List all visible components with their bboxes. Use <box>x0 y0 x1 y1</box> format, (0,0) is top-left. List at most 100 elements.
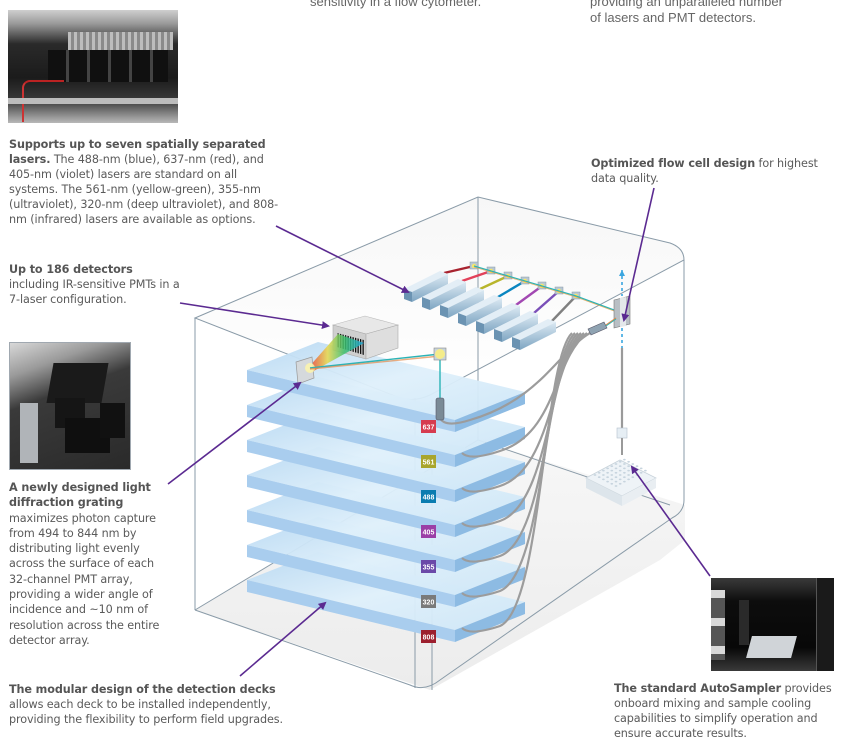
well <box>614 480 618 483</box>
top-text-left: sensitivity in a flow cytometer. <box>310 0 482 9</box>
callout-decks: The modular design of the detection deck… <box>9 682 294 727</box>
well <box>618 478 622 481</box>
well <box>631 471 635 474</box>
well <box>610 469 614 472</box>
well <box>623 467 626 470</box>
laser-module-808 <box>512 291 581 350</box>
well <box>597 476 601 479</box>
well <box>610 482 614 485</box>
emission-beams <box>309 353 441 400</box>
well <box>618 460 622 463</box>
deck-badge-488: 488 <box>421 490 436 503</box>
well <box>614 476 618 479</box>
well <box>610 478 614 481</box>
arrow-autosampler <box>630 465 711 577</box>
sample-plate <box>585 458 657 506</box>
laser-beam <box>551 295 577 322</box>
laser-module-320 <box>494 286 564 342</box>
well <box>618 469 622 472</box>
well <box>618 482 622 485</box>
laser-beam <box>443 264 475 275</box>
callout-lasers-title: Supports up to seven spatially separated… <box>9 138 266 166</box>
well <box>631 463 635 465</box>
arrow-decks <box>239 601 327 677</box>
well <box>623 480 626 483</box>
laser-beam <box>461 269 492 283</box>
callout-flowcell: Optimized flow cell design for highest d… <box>591 156 831 186</box>
callout-detectors-body: including IR-sensitive PMTs in a 7-laser… <box>9 278 180 306</box>
flow-cell <box>613 270 631 455</box>
fiber-561 <box>461 332 588 458</box>
callout-decks-title: The modular design of the detection deck… <box>9 683 276 696</box>
well <box>610 465 614 468</box>
well <box>631 476 635 479</box>
laser-module-405 <box>458 276 530 326</box>
laser-module-photo <box>8 10 178 123</box>
well <box>606 480 609 483</box>
well <box>627 478 630 481</box>
combined-beam <box>473 265 615 311</box>
deck-badge-label: 320 <box>423 600 435 607</box>
well <box>597 471 601 474</box>
well <box>618 474 622 476</box>
laser-beam <box>533 290 560 314</box>
well <box>606 471 609 474</box>
pmt-array-box <box>308 315 400 372</box>
fiber-355 <box>461 332 579 563</box>
top-text-right-line1: providing an unparalleled number <box>590 0 783 9</box>
well <box>623 471 626 474</box>
callout-grating: A newly designed light diffraction grati… <box>9 480 174 648</box>
deck-badge-label: 808 <box>423 635 435 642</box>
well <box>606 467 609 470</box>
well <box>602 474 605 476</box>
deck-badge-label: 561 <box>423 460 435 467</box>
deck-badge-808: 808 <box>421 630 436 643</box>
fiber-808 <box>461 332 573 633</box>
arrow-flowcell <box>621 187 655 322</box>
well <box>602 478 605 481</box>
laser-beam <box>479 274 509 291</box>
well <box>635 465 639 468</box>
flow-cell-collimator <box>587 317 617 336</box>
callout-autosampler-body: provides onboard mixing and sample cooli… <box>614 682 832 740</box>
arrow-grating <box>167 381 302 485</box>
well <box>602 469 605 472</box>
deck-collimator <box>435 397 445 421</box>
well <box>593 474 597 476</box>
optical-fibers <box>439 332 591 633</box>
deck-badges: 808 320 355 405 488 561 637 <box>421 420 436 643</box>
deck-badge-561: 561 <box>421 455 436 468</box>
autosampler-photo <box>711 578 834 671</box>
well <box>627 469 630 472</box>
deck-badge-405: 405 <box>421 525 436 538</box>
deck-badge-label: 637 <box>423 425 435 432</box>
well <box>623 476 626 479</box>
well <box>606 476 609 479</box>
well <box>614 485 618 487</box>
well <box>614 463 618 465</box>
deck-mirror <box>433 347 447 361</box>
well <box>623 463 626 465</box>
detection-decks <box>247 342 525 642</box>
well <box>614 467 618 470</box>
callout-flowcell-body: for highest data quality. <box>591 157 818 185</box>
laser-beam <box>515 285 543 306</box>
well <box>627 465 630 468</box>
well <box>614 471 618 474</box>
callout-detectors: Up to 186 detectors including IR-sensiti… <box>9 262 184 307</box>
callout-lasers: Supports up to seven spatially separated… <box>9 137 284 227</box>
laser-beam <box>497 279 526 299</box>
callout-autosampler-title: The standard AutoSampler <box>614 682 782 695</box>
well <box>639 471 643 474</box>
deck-badge-355: 355 <box>421 560 436 573</box>
callout-grating-title: A newly designed light diffraction grati… <box>9 481 151 510</box>
deck-badge-label: 405 <box>423 530 435 537</box>
callout-detectors-title: Up to 186 detectors <box>9 263 133 276</box>
well <box>623 458 626 461</box>
callout-decks-body: allows each deck to be installed indepen… <box>9 698 283 726</box>
fiber-320 <box>461 332 576 598</box>
well <box>627 474 630 476</box>
well <box>627 460 630 463</box>
fiber-637 <box>439 332 591 425</box>
callout-flowcell-title: Optimized flow cell design <box>591 157 756 170</box>
